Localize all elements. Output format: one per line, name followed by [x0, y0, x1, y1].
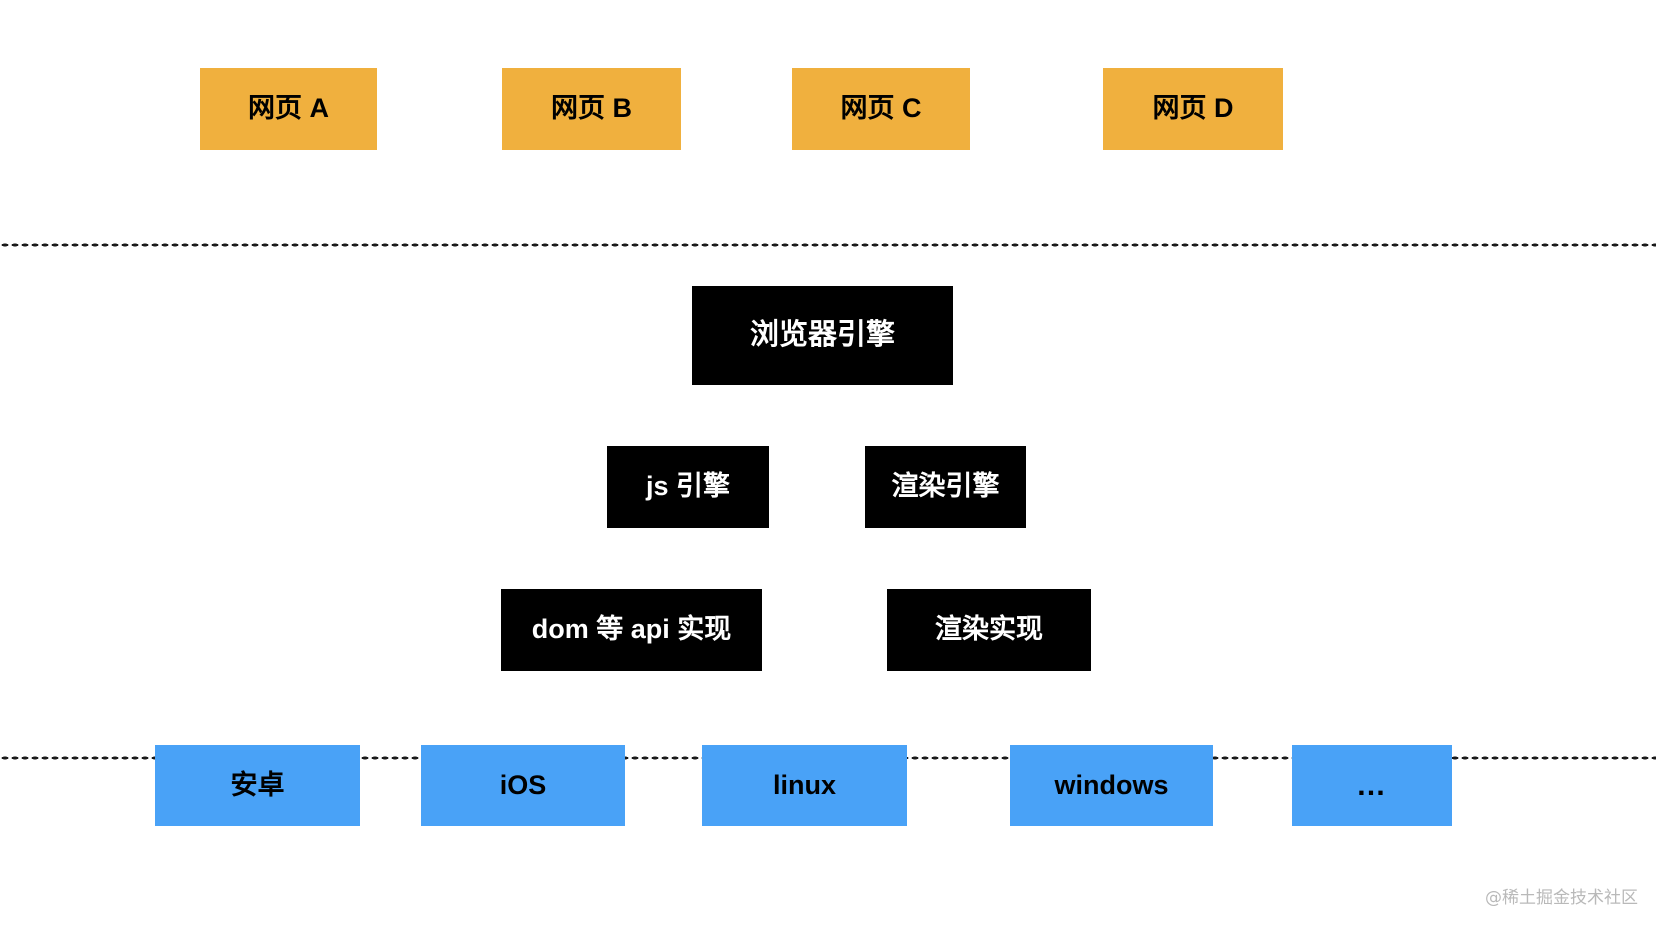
os-box-linux[interactable]: linux [702, 745, 907, 826]
divider-pages-engine [0, 243, 1656, 247]
os-box-windows[interactable]: windows [1010, 745, 1213, 826]
os-box-android[interactable]: 安卓 [155, 745, 360, 826]
web-page-box-a[interactable]: 网页 A [200, 68, 377, 150]
os-box-ios[interactable]: iOS [421, 745, 625, 826]
render-engine-box[interactable]: 渲染引擎 [865, 446, 1026, 528]
web-page-box-c[interactable]: 网页 C [792, 68, 970, 150]
web-page-box-b[interactable]: 网页 B [502, 68, 681, 150]
js-engine-box[interactable]: js 引擎 [607, 446, 769, 528]
web-page-box-d[interactable]: 网页 D [1103, 68, 1283, 150]
dom-api-impl-box[interactable]: dom 等 api 实现 [501, 589, 762, 671]
watermark-label: @稀土掘金技术社区 [1485, 888, 1638, 908]
render-impl-box[interactable]: 渲染实现 [887, 589, 1091, 671]
os-box-more[interactable]: … [1292, 745, 1452, 826]
browser-engine-box[interactable]: 浏览器引擎 [692, 286, 953, 385]
